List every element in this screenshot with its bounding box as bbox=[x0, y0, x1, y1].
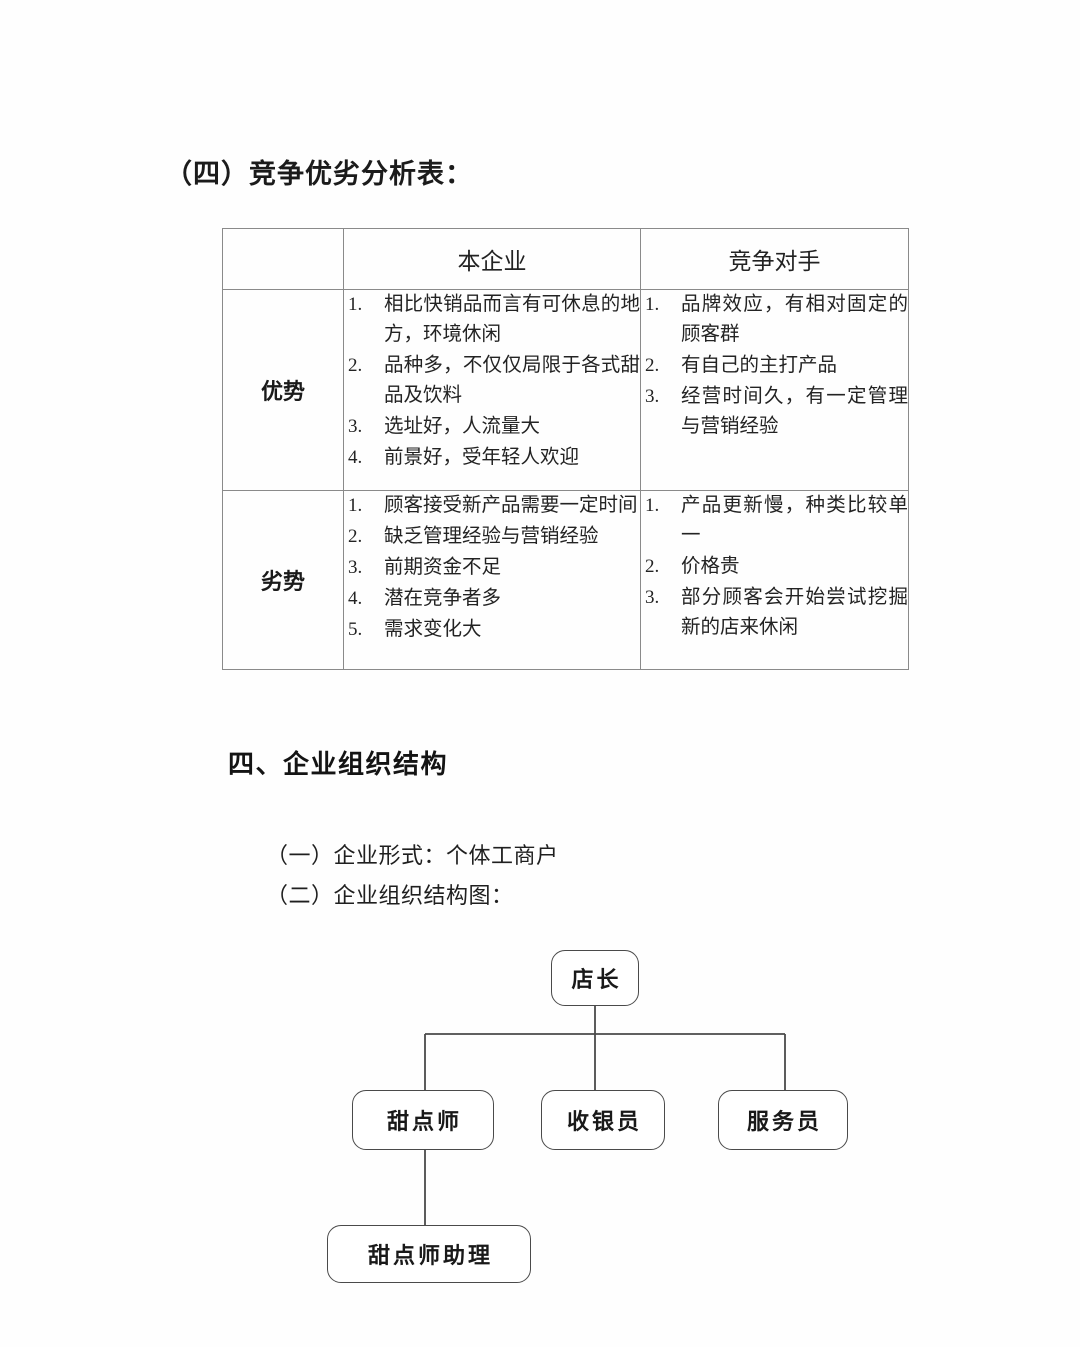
row-label-disadvantages: 劣势 bbox=[222, 490, 344, 670]
list-item: 价格贵 bbox=[645, 552, 740, 582]
table-header-rival: 竞争对手 bbox=[640, 228, 909, 290]
advantages-self-cell: 相比快销品而言有可休息的地方，环境休闲 品种多，不仅仅局限于各式甜品及饮料 选址… bbox=[343, 289, 641, 491]
list-item: 品种多，不仅仅局限于各式甜品及饮料 bbox=[348, 351, 640, 406]
row-label-advantages: 优势 bbox=[222, 289, 344, 491]
advantages-rival-cell: 品牌效应，有相对固定的顾客群 有自己的主打产品 经营时间久，有一定管理与营销经验 bbox=[640, 289, 909, 491]
list-item: 缺乏管理经验与营销经验 bbox=[348, 522, 599, 552]
org-node-cashier[interactable]: 收银员 bbox=[541, 1090, 665, 1150]
disadvantages-rival-cell: 产品更新慢，种类比较单一 价格贵 部分顾客会开始尝试挖掘新的店来休闲 bbox=[640, 490, 909, 670]
table-header-corner bbox=[222, 228, 344, 290]
advantages-rival-list: 品牌效应，有相对固定的顾客群 有自己的主打产品 经营时间久，有一定管理与营销经验 bbox=[641, 290, 908, 442]
org-chart-connectors bbox=[424, 1006, 786, 1225]
table-row-advantages: 优势 相比快销品而言有可休息的地方，环境休闲 品种多，不仅仅局限于各式甜品及饮料… bbox=[222, 289, 909, 491]
list-item: 需求变化大 bbox=[348, 615, 482, 645]
org-node-pastry-chef-label: 甜点师 bbox=[386, 1109, 462, 1134]
advantages-self-list: 相比快销品而言有可休息的地方，环境休闲 品种多，不仅仅局限于各式甜品及饮料 选址… bbox=[344, 290, 640, 473]
competitive-analysis-table: 本企业 竞争对手 优势 相比快销品而言有可休息的地方，环境休闲 品种多，不仅仅局… bbox=[222, 228, 909, 670]
paragraph-business-form: （一）企业形式：个体工商户 bbox=[266, 843, 559, 868]
list-item: 潜在竞争者多 bbox=[348, 584, 502, 614]
disadvantages-self-list: 顾客接受新产品需要一定时间 缺乏管理经验与营销经验 前期资金不足 潜在竞争者多 … bbox=[344, 491, 640, 645]
list-item: 部分顾客会开始尝试挖掘新的店来休闲 bbox=[645, 583, 908, 638]
list-item: 前期资金不足 bbox=[348, 553, 502, 583]
org-node-waiter[interactable]: 服务员 bbox=[718, 1090, 848, 1150]
list-item: 顾客接受新产品需要一定时间 bbox=[348, 491, 638, 521]
list-item: 有自己的主打产品 bbox=[645, 351, 838, 381]
section-org-structure-title: 四、企业组织结构 bbox=[228, 749, 449, 779]
table-header-self: 本企业 bbox=[343, 228, 641, 290]
table-row-disadvantages: 劣势 顾客接受新产品需要一定时间 缺乏管理经验与营销经验 前期资金不足 潜在竞争… bbox=[222, 490, 909, 670]
list-item: 产品更新慢，种类比较单一 bbox=[645, 491, 908, 546]
list-item: 经营时间久，有一定管理与营销经验 bbox=[645, 382, 908, 437]
org-node-waiter-label: 服务员 bbox=[746, 1109, 822, 1134]
list-item: 选址好，人流量大 bbox=[348, 412, 541, 442]
disadvantages-self-cell: 顾客接受新产品需要一定时间 缺乏管理经验与营销经验 前期资金不足 潜在竞争者多 … bbox=[343, 490, 641, 670]
org-node-pastry-assistant-label: 甜点师助理 bbox=[367, 1243, 493, 1268]
org-node-manager[interactable]: 店长 bbox=[551, 950, 639, 1006]
org-node-pastry-assistant[interactable]: 甜点师助理 bbox=[327, 1225, 531, 1283]
org-chart: 店长 甜点师 收银员 服务员 甜点师助理 bbox=[0, 930, 1080, 1330]
table-header-row: 本企业 竞争对手 bbox=[222, 228, 909, 290]
section-competitive-analysis-title: （四）竞争优劣分析表： bbox=[165, 159, 473, 189]
org-node-manager-label: 店长 bbox=[571, 967, 622, 992]
list-item: 相比快销品而言有可休息的地方，环境休闲 bbox=[348, 290, 640, 345]
disadvantages-rival-list: 产品更新慢，种类比较单一 价格贵 部分顾客会开始尝试挖掘新的店来休闲 bbox=[641, 491, 908, 643]
paragraph-org-chart-label: （二）企业组织结构图： bbox=[266, 883, 514, 908]
list-item: 品牌效应，有相对固定的顾客群 bbox=[645, 290, 908, 345]
org-node-pastry-chef[interactable]: 甜点师 bbox=[352, 1090, 494, 1150]
org-node-cashier-label: 收银员 bbox=[566, 1109, 642, 1134]
list-item: 前景好，受年轻人欢迎 bbox=[348, 443, 580, 473]
